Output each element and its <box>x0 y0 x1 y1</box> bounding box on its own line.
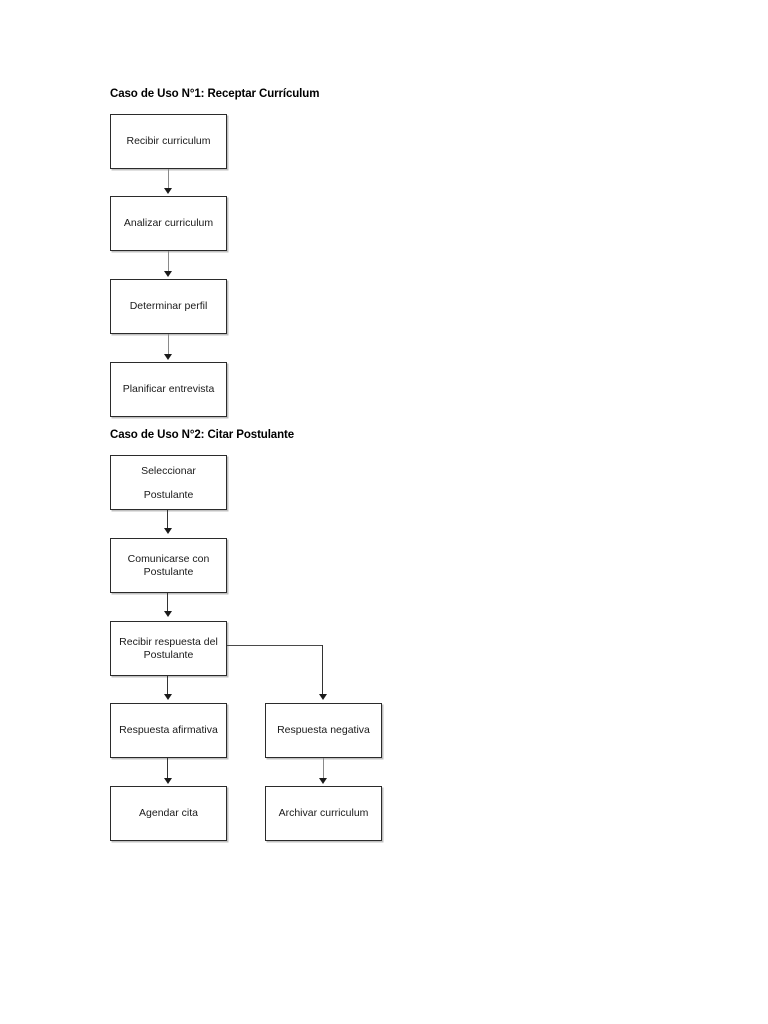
flow2-edge-m3-m4-line <box>167 676 169 696</box>
section-title-caso-1: Caso de Uso N°1: Receptar Currículum <box>110 88 320 100</box>
flow1-node-analizar-curriculum[interactable]: Analizar curriculum <box>110 196 227 251</box>
flow2-edge-m4-m6-arrowhead <box>164 778 172 784</box>
flow1-edge-n3-n4-arrowhead <box>164 354 172 360</box>
flow2-edge-m3-m5-arrowhead <box>319 694 327 700</box>
flow1-edge-n2-n3-line <box>168 251 169 273</box>
flow2-node-label: Comunicarse con Postulante <box>127 552 210 578</box>
flow1-node-label: Planificar entrevista <box>122 383 215 395</box>
flow2-edge-m1-m2-arrowhead <box>164 528 172 534</box>
flow2-edge-m1-m2-line <box>167 510 169 530</box>
flow2-node-label: Archivar curriculum <box>278 807 369 819</box>
flow2-edge-m5-m7-line <box>323 758 324 780</box>
flow2-node-label: Respuesta negativa <box>277 724 370 736</box>
flow2-node-label: Respuesta afirmativa <box>119 724 218 736</box>
flow1-node-recibir-curriculum[interactable]: Recibir curriculum <box>110 114 227 169</box>
flow2-node-recibir-respuesta-del-postulante[interactable]: Recibir respuesta del Postulante <box>110 621 227 676</box>
flow1-node-label: Recibir curriculum <box>126 135 211 147</box>
flow2-node-archivar-curriculum[interactable]: Archivar curriculum <box>265 786 382 841</box>
flow1-node-planificar-entrevista[interactable]: Planificar entrevista <box>110 362 227 417</box>
flow2-edge-m3-m4-arrowhead <box>164 694 172 700</box>
flow2-node-label: Recibir respuesta del Postulante <box>119 635 218 661</box>
flow2-node-respuesta-negativa[interactable]: Respuesta negativa <box>265 703 382 758</box>
flow2-edge-m4-m6-line <box>167 758 169 780</box>
flow1-node-determinar-perfil[interactable]: Determinar perfil <box>110 279 227 334</box>
flow2-node-seleccionar-postulante[interactable]: Seleccionar Postulante <box>110 455 227 510</box>
flow1-edge-n2-n3-arrowhead <box>164 271 172 277</box>
flow1-node-label: Determinar perfil <box>129 300 208 312</box>
section-title-caso-2: Caso de Uso N°2: Citar Postulante <box>110 429 295 441</box>
flow2-edge-m3-m5-horizontal <box>227 645 323 646</box>
flow2-edge-m5-m7-arrowhead <box>319 778 327 784</box>
flow1-edge-n1-n2-line <box>168 169 169 190</box>
flow1-edge-n1-n2-arrowhead <box>164 188 172 194</box>
flow2-edge-m3-m5-vertical <box>322 645 324 696</box>
flow1-edge-n3-n4-line <box>168 334 169 356</box>
flow2-edge-m2-m3-arrowhead <box>164 611 172 617</box>
flow2-node-label: Agendar cita <box>139 807 198 819</box>
flow2-node-comunicarse-con-postulante[interactable]: Comunicarse con Postulante <box>110 538 227 593</box>
flow2-edge-m2-m3-line <box>167 593 169 613</box>
flow2-node-agendar-cita[interactable]: Agendar cita <box>110 786 227 841</box>
flow2-node-respuesta-afirmativa[interactable]: Respuesta afirmativa <box>110 703 227 758</box>
flow1-node-label: Analizar curriculum <box>123 217 214 229</box>
flow2-node-label: Seleccionar Postulante <box>141 464 196 501</box>
